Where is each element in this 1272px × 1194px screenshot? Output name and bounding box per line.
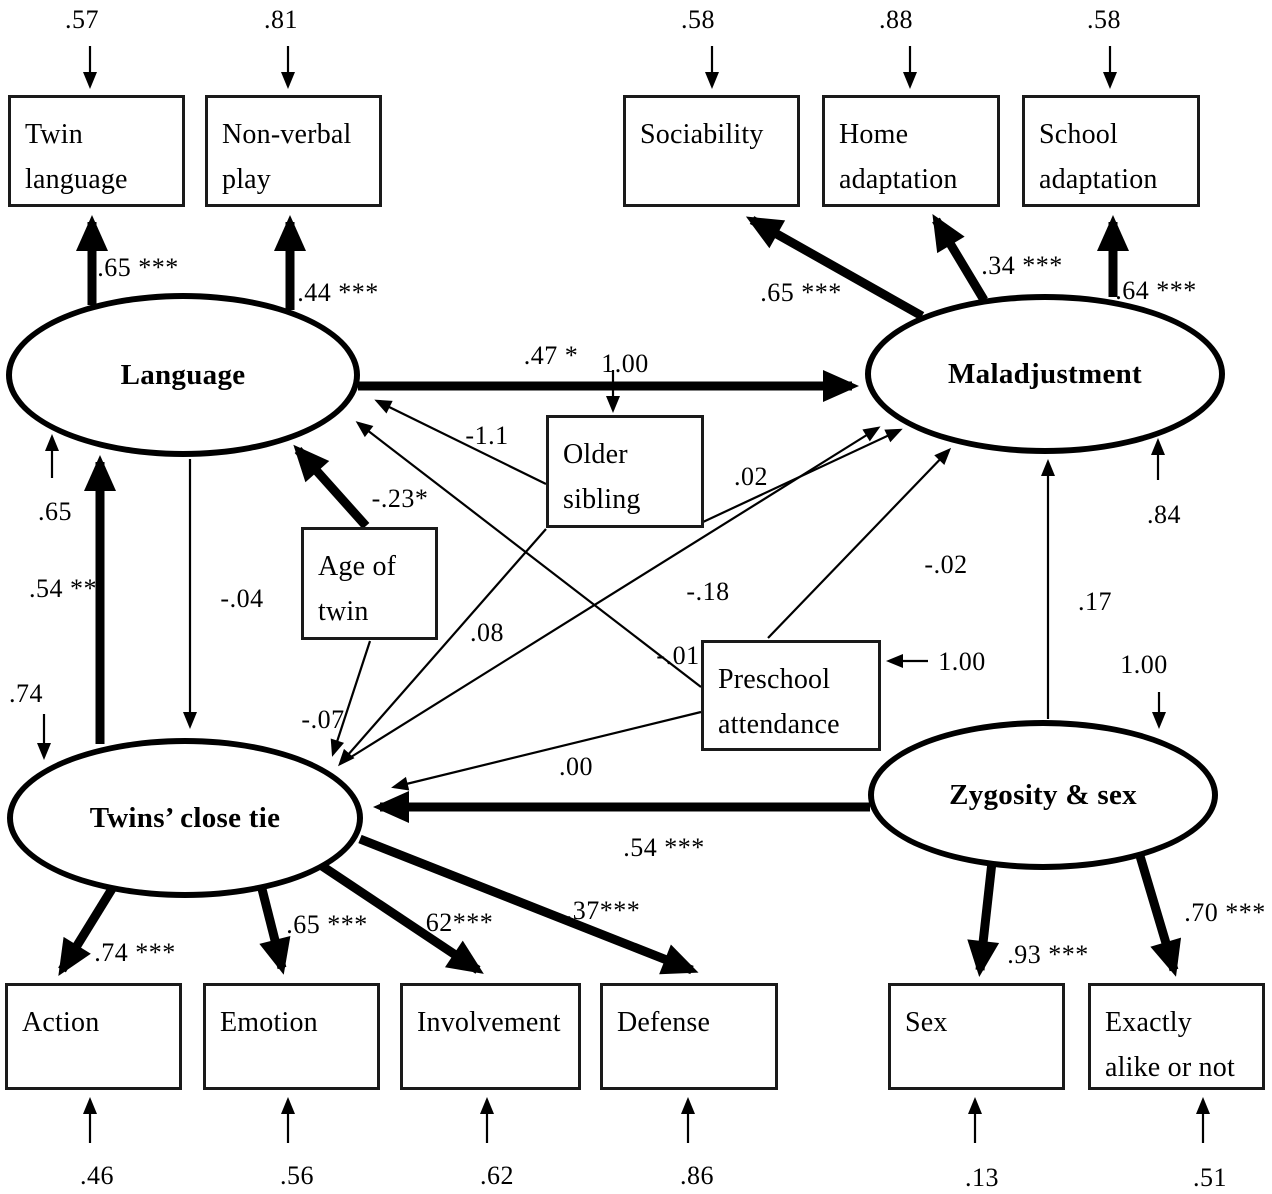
box-school-adaptation: School adaptation: [1022, 95, 1200, 207]
arrow-preschool-twins: [391, 710, 702, 791]
box-home-adaptation-label: Home adaptation: [839, 119, 958, 196]
coef-language-maladjustment: .47 *: [523, 341, 579, 370]
coef-preschool-twins: .00: [559, 752, 593, 781]
coef-zygosity-twins: .54 ***: [623, 833, 705, 862]
box-emotion: Emotion: [203, 983, 380, 1090]
error-involvement: .62: [480, 1161, 514, 1190]
arrow-twins-emotion: [257, 887, 291, 975]
ellipse-zygosity-sex-label: Zygosity & sex: [949, 778, 1137, 811]
ellipse-twins-close-tie: Twins’ close tie: [7, 738, 363, 898]
coef-maladjustment-sociability: .65 ***: [760, 278, 842, 307]
error-sex: .13: [965, 1163, 999, 1192]
coef-maladjustment-home-adaptation: .34 ***: [981, 251, 1063, 280]
arrow-older-maladjustment: [702, 428, 903, 523]
box-age-of-twin: Age of twin: [301, 527, 438, 640]
box-emotion-label: Emotion: [220, 1007, 318, 1038]
error-twins-close-tie: .74: [9, 679, 43, 708]
box-school-adaptation-label: School adaptation: [1039, 119, 1158, 196]
error-older-sibling: 1.00: [601, 349, 649, 378]
error-school-adaptation: .58: [1087, 5, 1121, 34]
arrow-twins-involvement: [319, 862, 484, 974]
arrow-older-language: [374, 399, 547, 485]
box-exactly-alike-label: Exactly alike or not: [1105, 1007, 1235, 1084]
error-sociability: .58: [681, 5, 715, 34]
coef-language-twin-language: .65 ***: [97, 253, 179, 282]
ellipse-language-label: Language: [120, 358, 246, 391]
box-older-sibling-label: Older sibling: [563, 439, 641, 516]
coef-zygosity-exactly: .70 ***: [1184, 898, 1266, 927]
box-preschool-attendance-label: Preschool attendance: [718, 664, 840, 741]
box-defense: Defense: [600, 983, 778, 1090]
error-non-verbal-play: .81: [264, 5, 298, 34]
arrow-maladjustment-home-adaptation: [932, 213, 988, 303]
error-zygosity-sex: 1.00: [1120, 650, 1168, 679]
box-non-verbal-play: Non-verbal play: [205, 95, 382, 207]
error-emotion: .56: [280, 1161, 314, 1190]
coef-twins-emotion: .65 ***: [286, 910, 368, 939]
box-older-sibling: Older sibling: [546, 415, 704, 528]
box-non-verbal-play-label: Non-verbal play: [222, 119, 352, 196]
box-age-of-twin-label: Age of twin: [318, 551, 397, 628]
box-sex: Sex: [888, 983, 1065, 1090]
coef-twins-involvement: .62***: [418, 908, 494, 937]
box-involvement: Involvement: [400, 983, 581, 1090]
error-preschool-attendance: 1.00: [938, 647, 986, 676]
error-twin-language: .57: [65, 5, 99, 34]
coef-twins-maladjustment: -.18: [686, 577, 730, 606]
box-defense-label: Defense: [617, 1007, 711, 1038]
arrow-zygosity-sex-box: [967, 861, 1000, 977]
box-action: Action: [5, 983, 182, 1090]
coef-zygosity-sex-box: .93 ***: [1007, 940, 1089, 969]
ellipse-zygosity-sex: Zygosity & sex: [868, 720, 1218, 870]
coef-twins-language: .54 **: [29, 574, 97, 603]
coef-older-maladjustment: .02: [734, 462, 768, 491]
coef-zygosity-maladjustment: .17: [1078, 587, 1112, 616]
error-defense: .86: [680, 1161, 714, 1190]
arrow-preschool-language: [355, 421, 702, 688]
box-home-adaptation: Home adaptation: [822, 95, 1000, 207]
coef-older-language: -1.1: [465, 421, 509, 450]
ellipse-maladjustment-label: Maladjustment: [948, 357, 1142, 390]
box-involvement-label: Involvement: [417, 1007, 561, 1038]
error-language: .65: [38, 497, 72, 526]
box-sociability-label: Sociability: [640, 119, 764, 150]
box-twin-language-label: Twin language: [25, 119, 128, 196]
box-preschool-attendance: Preschool attendance: [701, 640, 881, 751]
arrow-older-twins: [338, 528, 547, 767]
box-sex-label: Sex: [905, 1007, 948, 1038]
coef-age-twins: -.07: [301, 705, 345, 734]
box-action-label: Action: [22, 1007, 100, 1038]
coef-age-language: -.23*: [371, 484, 429, 513]
arrow-twins-maladjustment: [342, 426, 881, 763]
arrow-age-twins: [330, 640, 372, 757]
error-maladjustment: .84: [1147, 500, 1181, 529]
arrow-maladjustment-sociability: [745, 216, 925, 320]
coef-twins-action: .74 ***: [94, 938, 176, 967]
coef-preschool-language: -.01: [656, 641, 700, 670]
coef-older-twins: .08: [470, 618, 504, 647]
arrow-twins-defense: [358, 834, 699, 975]
box-sociability: Sociability: [623, 95, 800, 207]
box-exactly-alike: Exactly alike or not: [1088, 983, 1265, 1090]
arrow-age-language: [293, 444, 370, 530]
ellipse-maladjustment: Maladjustment: [865, 294, 1225, 454]
coef-twins-defense: .37***: [565, 896, 641, 925]
error-action: .46: [80, 1161, 114, 1190]
ellipse-twins-close-tie-label: Twins’ close tie: [89, 801, 281, 834]
box-twin-language: Twin language: [8, 95, 185, 207]
error-exactly-alike: .51: [1193, 1163, 1227, 1192]
coef-maladjustment-school-adaptation: .64 ***: [1115, 276, 1197, 305]
ellipse-language: Language: [6, 293, 360, 457]
coef-language-non-verbal-play: .44 ***: [297, 278, 379, 307]
arrow-twins-action: [58, 881, 119, 976]
error-home-adaptation: .88: [879, 5, 913, 34]
arrow-preschool-maladjustment: [767, 447, 952, 639]
coef-language-twins: -.04: [220, 584, 264, 613]
arrow-zygosity-exactly: [1135, 854, 1182, 977]
coef-preschool-maladjustment: -.02: [924, 550, 968, 579]
